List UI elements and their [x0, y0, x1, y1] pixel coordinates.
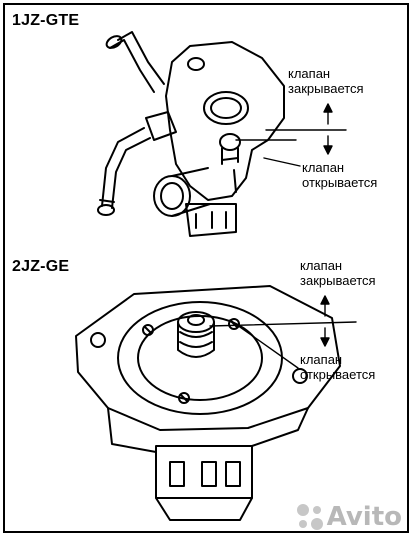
valve-opening-label-1jz: клапан открывается — [302, 160, 377, 190]
valve-closing-label-1jz: клапан закрывается — [288, 66, 364, 96]
model-label-2jz-ge: 2JZ-GE — [12, 258, 70, 275]
closing-label-line-2: закрывается — [300, 273, 376, 288]
arrow-down-icon — [323, 135, 333, 155]
opening-label-line-2: открывается — [302, 175, 378, 190]
idle-air-valve-1jz-gte — [97, 31, 285, 237]
idle-air-valve-2jz-ge — [75, 285, 341, 521]
diagram-frame — [3, 3, 409, 533]
avito-watermark: Avito — [296, 502, 402, 532]
arrow-down-icon — [320, 327, 330, 347]
avito-logo-icon — [296, 504, 323, 530]
closing-label-line-2: закрывается — [288, 81, 364, 96]
watermark-text: Avito — [326, 502, 402, 532]
arrow-up-icon — [323, 103, 333, 125]
arrow-up-icon — [320, 295, 330, 317]
opening-label-line-1: клапан — [300, 352, 343, 367]
closing-label-line-1: клапан — [288, 66, 331, 81]
opening-label-line-1: клапан — [302, 160, 345, 175]
valve-closing-label-2jz: клапан закрывается — [300, 258, 376, 288]
valve-opening-label-2jz: клапан открывается — [300, 352, 375, 382]
closing-label-line-1: клапан — [300, 258, 343, 273]
model-label-1jz-gte: 1JZ-GTE — [12, 12, 80, 29]
opening-label-line-2: открывается — [300, 367, 376, 382]
